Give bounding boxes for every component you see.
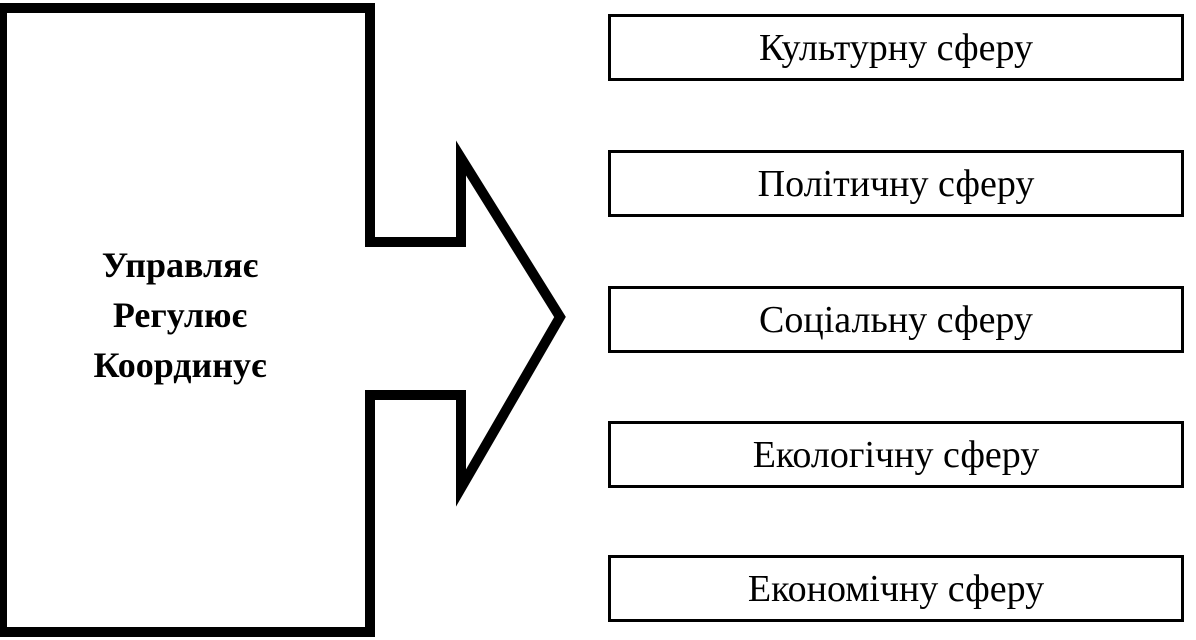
- sphere-label: Економічну сферу: [747, 567, 1045, 610]
- sphere-box-economic: Економічну сферу: [608, 555, 1184, 622]
- source-actions: Управляє Регулює Координує: [30, 240, 330, 390]
- sphere-label: Екологічну сферу: [752, 433, 1040, 476]
- sphere-box-political: Політичну сферу: [608, 150, 1184, 217]
- sphere-box-social: Соціальну сферу: [608, 286, 1184, 353]
- action-regulates: Регулює: [112, 295, 248, 335]
- sphere-label: Культурну сферу: [759, 26, 1033, 69]
- sphere-label: Політичну сферу: [757, 162, 1035, 205]
- sphere-box-ecological: Екологічну сферу: [608, 421, 1184, 488]
- sphere-label: Соціальну сферу: [759, 298, 1033, 341]
- sphere-box-cultural: Культурну сферу: [608, 14, 1184, 81]
- action-coordinates: Координує: [93, 345, 267, 385]
- action-manages: Управляє: [101, 245, 259, 285]
- block-arrow-outline: [0, 3, 566, 637]
